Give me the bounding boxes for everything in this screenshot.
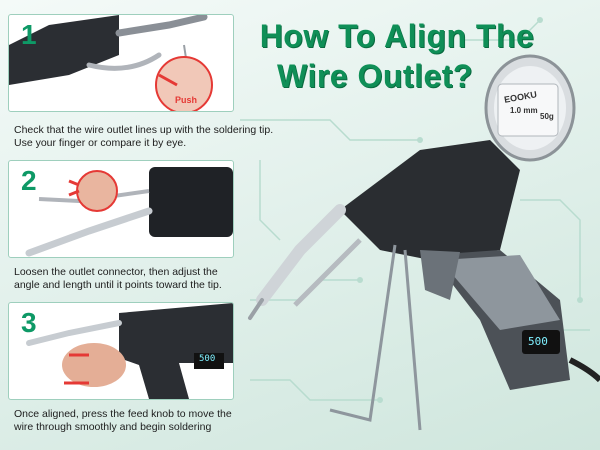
step-3-line-1: Once aligned, press the feed knob to mov… [14, 408, 232, 420]
title-line-1: How To Align The [259, 18, 535, 54]
step-3-line-2: wire through smoothly and begin solderin… [14, 421, 212, 433]
push-tag: Push [175, 95, 198, 105]
step-2-description: Loosen the outlet connector, then adjust… [14, 266, 284, 292]
step-3-panel: 3 500 [8, 302, 234, 400]
step-3-number: 3 [21, 307, 37, 338]
step-1-panel: 1 Push [8, 14, 234, 112]
step-1-description: Check that the wire outlet lines up with… [14, 124, 284, 150]
page-title: How To Align The Wire Outlet? [232, 16, 562, 96]
step-1-line-1: Check that the wire outlet lines up with… [14, 124, 274, 136]
step-2-panel: 2 [8, 160, 234, 258]
step-1-illustration [9, 15, 213, 111]
step-2-line-2: angle and length until it points toward … [14, 279, 222, 291]
step-2-illustration [25, 167, 233, 257]
step-1-number: 1 [21, 19, 37, 50]
spool-weight-label: 50g [540, 112, 554, 121]
step-3-illustration [26, 303, 233, 399]
step-3-description: Once aligned, press the feed knob to mov… [14, 408, 284, 434]
temperature-display: 500 [528, 335, 548, 348]
step-2-number: 2 [21, 165, 37, 196]
step-3-display: 500 [199, 354, 216, 364]
spool-size-label: 1.0 mm [510, 106, 538, 115]
step-1-line-2: Use your finger or compare it by eye. [14, 137, 187, 149]
step-2-line-1: Loosen the outlet connector, then adjust… [14, 266, 218, 278]
title-line-2: Wire Outlet? [277, 58, 473, 94]
